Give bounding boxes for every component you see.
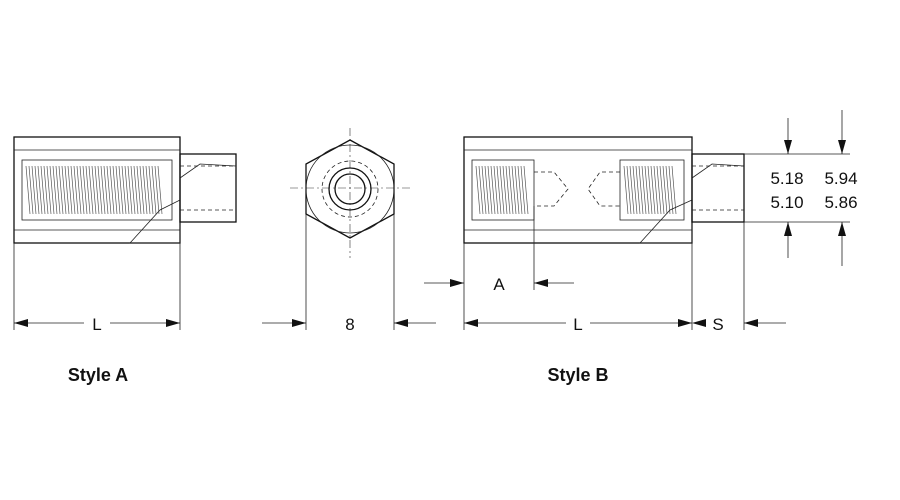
hex-size-label: 8 [345, 315, 354, 334]
style-a-caption: Style A [68, 365, 128, 385]
style-b-a-label: A [493, 275, 505, 294]
stud-length-label: S [712, 315, 723, 334]
style-a-thread-pattern [25, 165, 163, 215]
stud-dia-col2-lower: 5.86 [824, 193, 857, 212]
style-a-side-view [13, 136, 237, 330]
style-b-length-label: L [573, 315, 582, 334]
stud-dia-col2-upper: 5.94 [824, 169, 857, 188]
hex-end-view [262, 128, 436, 330]
stud-dia-col1-lower: 5.10 [770, 193, 803, 212]
style-b-side-view [424, 110, 850, 330]
stud-dia-col1-upper: 5.18 [770, 169, 803, 188]
style-b-caption: Style B [547, 365, 608, 385]
style-a-length-label: L [92, 315, 101, 334]
